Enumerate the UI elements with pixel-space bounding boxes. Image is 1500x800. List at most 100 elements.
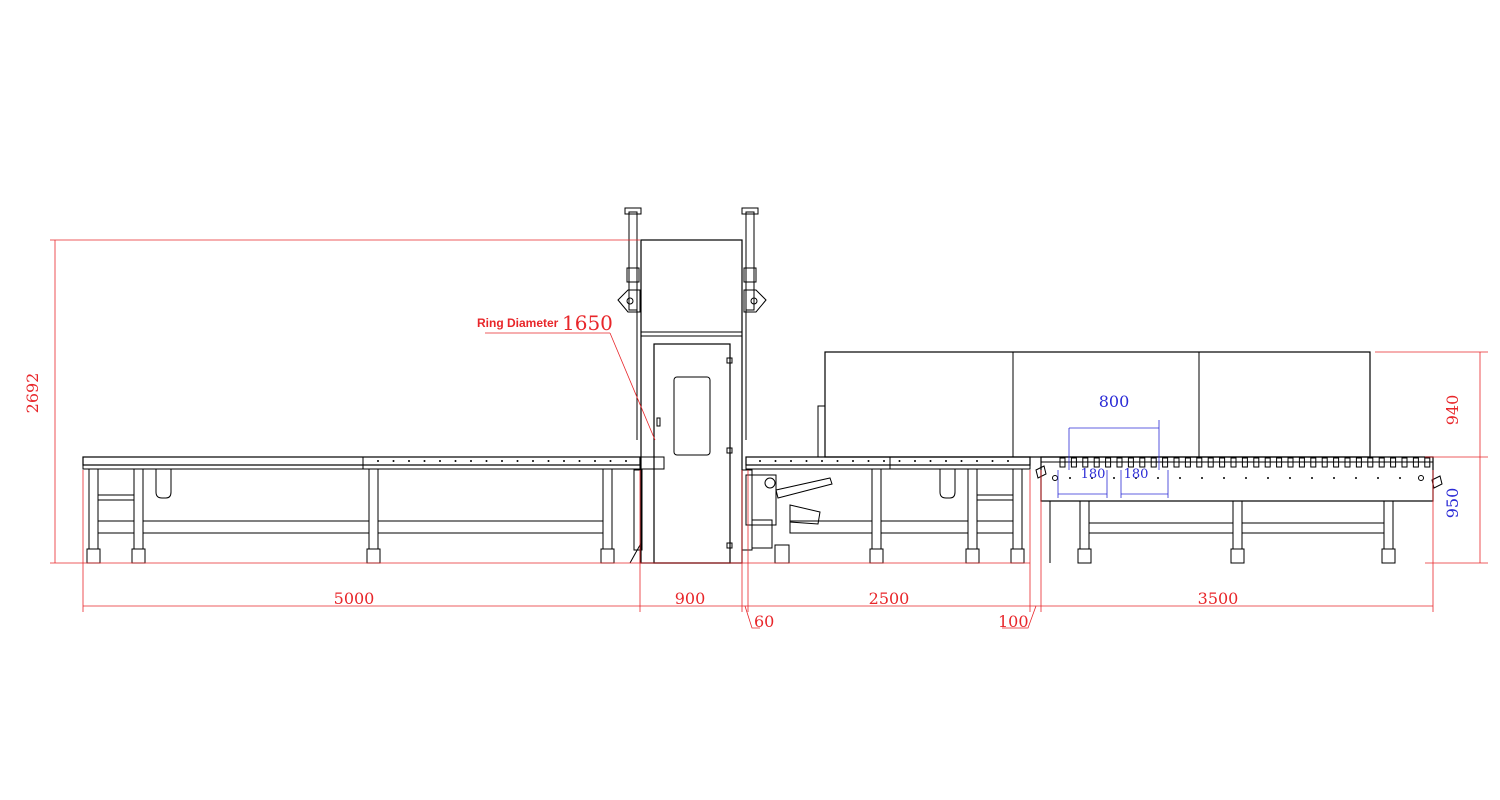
dim-box-width: 800 <box>1099 392 1130 411</box>
bolt-hole <box>594 460 596 462</box>
bolt-hole <box>805 460 808 462</box>
middle-table-legs <box>869 468 1025 564</box>
dim-table-height: 950 <box>1443 488 1462 519</box>
bolt-hole <box>1289 477 1291 479</box>
bolt-hole <box>1333 477 1335 479</box>
bolt-hole <box>1267 477 1269 479</box>
roller <box>1207 457 1214 468</box>
roller <box>1059 457 1066 468</box>
roller <box>1298 457 1305 468</box>
roller <box>1321 457 1328 468</box>
roller <box>1127 457 1134 468</box>
right-table-legs <box>1077 500 1396 564</box>
roller <box>1230 457 1237 468</box>
bolt-hole <box>1091 477 1093 479</box>
dimension-lines: 2692 940 950 5000 900 2500 3500 60 100 <box>23 239 1488 631</box>
bolt-hole <box>774 460 777 462</box>
bolt-hole <box>883 460 885 462</box>
roller <box>1173 457 1180 468</box>
bolt-hole <box>1069 477 1071 479</box>
bolt-hole <box>423 460 426 462</box>
roller <box>1093 457 1100 468</box>
ring-diameter-annotation: Ring Diameter 1650 <box>477 311 613 335</box>
wrapping-machine <box>617 207 833 564</box>
middle-conveyor-table <box>745 456 1031 564</box>
dim-machine-width: 900 <box>675 589 706 608</box>
dim-overall-height: 2692 <box>23 373 42 414</box>
bolt-hole <box>929 460 932 462</box>
right-roller-table <box>1035 456 1443 564</box>
ring-diameter-value: 1650 <box>562 311 613 335</box>
roller <box>1310 457 1317 468</box>
roller <box>1139 457 1146 468</box>
bolt-hole <box>501 460 503 462</box>
left-table-bolt-row <box>377 460 627 462</box>
bolt-hole <box>578 460 581 462</box>
roller <box>1355 457 1362 468</box>
bolt-hole <box>392 460 395 462</box>
bolt-hole <box>1355 477 1357 479</box>
roller <box>1116 457 1123 468</box>
roller <box>1344 457 1351 468</box>
bolt-hole <box>1113 477 1115 479</box>
bolt-hole <box>1245 477 1247 479</box>
bolt-hole <box>991 460 994 462</box>
bolt-hole <box>914 460 916 462</box>
roller-row <box>1059 457 1431 468</box>
bolt-hole <box>821 460 823 462</box>
bolt-hole <box>1399 477 1401 479</box>
roller <box>1401 457 1408 468</box>
drive-unit <box>745 474 833 564</box>
load-box <box>817 351 1371 458</box>
roller <box>1196 457 1203 468</box>
middle-table-bolt-row <box>759 460 1009 462</box>
dim-left-table-length: 5000 <box>334 589 375 608</box>
bolt-hole <box>1223 477 1225 479</box>
roller <box>1378 457 1385 468</box>
roller <box>1162 457 1169 468</box>
roller <box>1070 457 1077 468</box>
roller <box>1264 457 1271 468</box>
bolt-hole <box>547 460 550 462</box>
bolt-hole <box>485 460 488 462</box>
roller <box>1082 457 1089 468</box>
dim-gap-small: 60 <box>754 612 774 631</box>
bolt-hole <box>516 460 519 462</box>
dim-roller-pitch-b: 180 <box>1124 467 1149 482</box>
roller <box>1424 457 1431 468</box>
bolt-hole <box>1311 477 1313 479</box>
left-conveyor-table <box>82 456 641 564</box>
roller <box>1253 457 1260 468</box>
bolt-hole <box>532 460 534 462</box>
bolt-hole <box>454 460 457 462</box>
roller <box>1184 457 1191 468</box>
bolt-hole <box>408 460 410 462</box>
dim-gap-100: 100 <box>998 612 1029 631</box>
dim-roller-pitch-a: 180 <box>1081 467 1106 482</box>
bolt-hole <box>1377 477 1379 479</box>
bolt-hole <box>790 460 792 462</box>
blue-dimensions: 800 180 180 <box>1057 392 1169 498</box>
bolt-hole <box>1007 460 1009 462</box>
bolt-hole <box>759 460 761 462</box>
bolt-hole <box>945 460 947 462</box>
roller <box>1219 457 1226 468</box>
dim-right-table-length: 3500 <box>1198 589 1239 608</box>
bolt-hole <box>470 460 472 462</box>
bolt-hole <box>1201 477 1203 479</box>
right-table-bolt-row <box>1069 477 1401 479</box>
left-cylinder-assembly <box>617 207 642 313</box>
bolt-hole <box>563 460 565 462</box>
roller <box>1241 457 1248 468</box>
roller <box>1276 457 1283 468</box>
roller <box>1287 457 1294 468</box>
bolt-hole <box>377 460 379 462</box>
roller <box>1333 457 1340 468</box>
bolt-hole <box>439 460 441 462</box>
bolt-hole <box>898 460 901 462</box>
bolt-hole <box>1157 477 1159 479</box>
roller <box>1390 457 1397 468</box>
ring-diameter-label: Ring Diameter <box>477 316 559 330</box>
bolt-hole <box>1135 477 1137 479</box>
